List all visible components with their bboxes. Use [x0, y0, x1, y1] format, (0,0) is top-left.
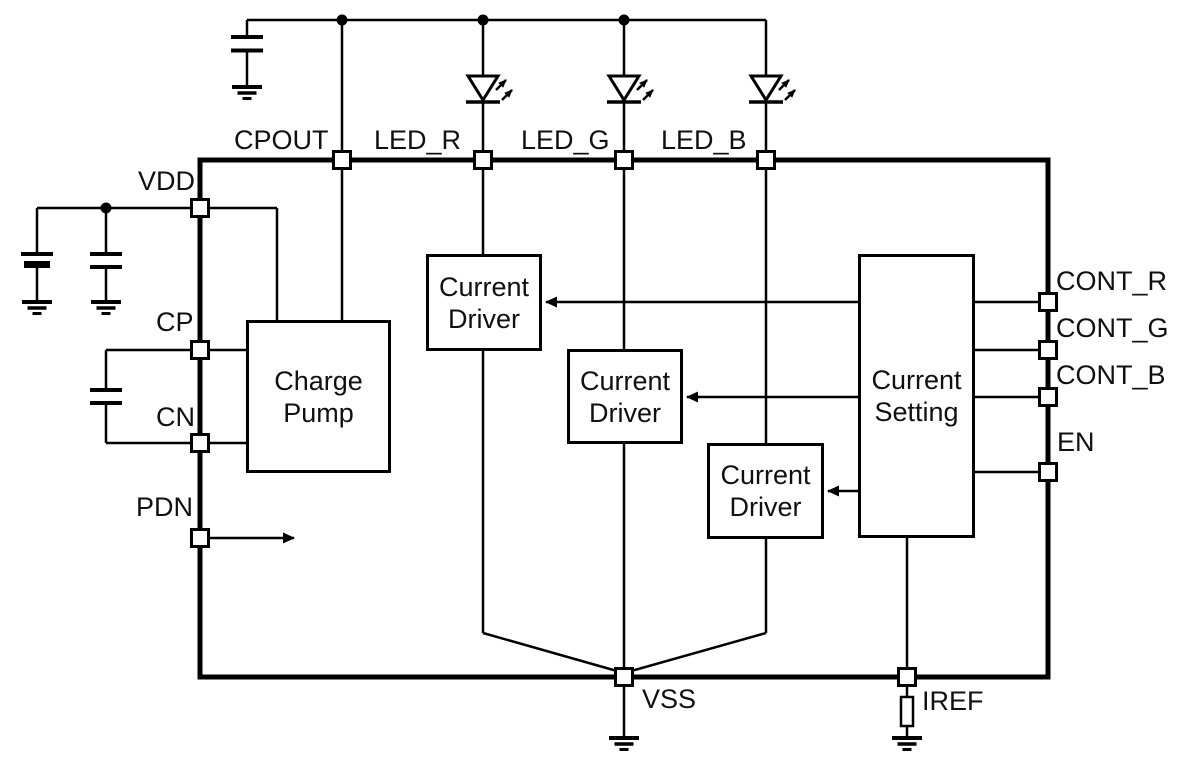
red-led-icon [466, 76, 512, 102]
flying-capacitor [90, 348, 247, 445]
iref-wire [899, 538, 915, 737]
current-driver-r-block: Current Driver [426, 254, 542, 351]
pin-cn [190, 433, 210, 453]
pin-cont-r [1038, 292, 1058, 312]
ground-symbol-input-cap-1 [20, 300, 54, 316]
pin-en [1038, 462, 1058, 482]
current-driver-b-label-line1: Current [720, 460, 811, 490]
pin-vdd [190, 198, 210, 218]
current-driver-g-label-line2: Driver [589, 397, 661, 428]
current-driver-r-label-line2: Driver [448, 303, 520, 334]
vdd-wire [37, 206, 279, 322]
pin-label-cpout: CPOUT [234, 125, 329, 155]
pin-pdn [190, 528, 210, 548]
pin-label-vss: VSS [642, 684, 697, 714]
ground-symbol-iref [890, 736, 924, 752]
pin-cont-g [1038, 340, 1058, 360]
pin-label-en: EN [1057, 427, 1095, 457]
charge-pump-label-line1: Charge [274, 365, 363, 396]
pin-cont-b [1038, 387, 1058, 407]
pin-led-b [756, 150, 776, 170]
pin-label-led-r: LED_R [374, 125, 462, 155]
pin-led-r [473, 150, 493, 170]
ground-symbol-cpout-cap [230, 85, 264, 101]
current-driver-b-block: Current Driver [707, 443, 824, 539]
cpout-output-capacitor [231, 20, 263, 86]
pin-label-cp: CP [156, 307, 194, 337]
junction-dots [100, 14, 630, 214]
blue-led-icon [749, 76, 795, 102]
pin-label-iref: IREF [922, 686, 984, 716]
current-driver-r-label-line1: Current [438, 271, 530, 302]
pin-label-cont-b: CONT_B [1056, 360, 1166, 390]
pin-label-cont-g: CONT_G [1056, 313, 1169, 343]
led-r-wire [481, 20, 625, 675]
control-pin-wires [974, 300, 1048, 474]
pin-iref [897, 667, 917, 687]
current-setting-label-line2: Setting [874, 397, 959, 427]
current-setting-label-line1: Current [871, 365, 962, 395]
pin-label-led-b: LED_B [661, 125, 747, 155]
green-led-icon [607, 76, 653, 102]
current-driver-g-block: Current Driver [567, 349, 683, 444]
iref-resistor [899, 695, 915, 728]
ground-symbol-vss [607, 736, 641, 752]
pin-cpout [332, 150, 352, 170]
pin-label-cont-r: CONT_R [1056, 266, 1168, 296]
pin-label-vdd: VDD [138, 166, 196, 196]
vdd-input-capacitor [90, 208, 122, 301]
current-setting-block: Current Setting [858, 254, 975, 538]
vdd-input-capacitor-polarized [21, 208, 53, 301]
pin-led-g [614, 150, 634, 170]
pin-label-led-g: LED_G [521, 125, 610, 155]
pin-label-pdn: PDN [136, 492, 194, 522]
led-b-wire [623, 20, 768, 675]
current-driver-b-label-line2: Driver [729, 492, 802, 522]
current-driver-g-label-line1: Current [579, 365, 671, 396]
pin-cp [190, 340, 210, 360]
charge-pump-label-line2: Pump [283, 397, 354, 428]
pin-label-cn: CN [156, 402, 195, 432]
charge-pump-block: Charge Pump [246, 320, 391, 473]
ground-symbol-input-cap-2 [89, 300, 123, 316]
pin-vss [614, 667, 634, 687]
